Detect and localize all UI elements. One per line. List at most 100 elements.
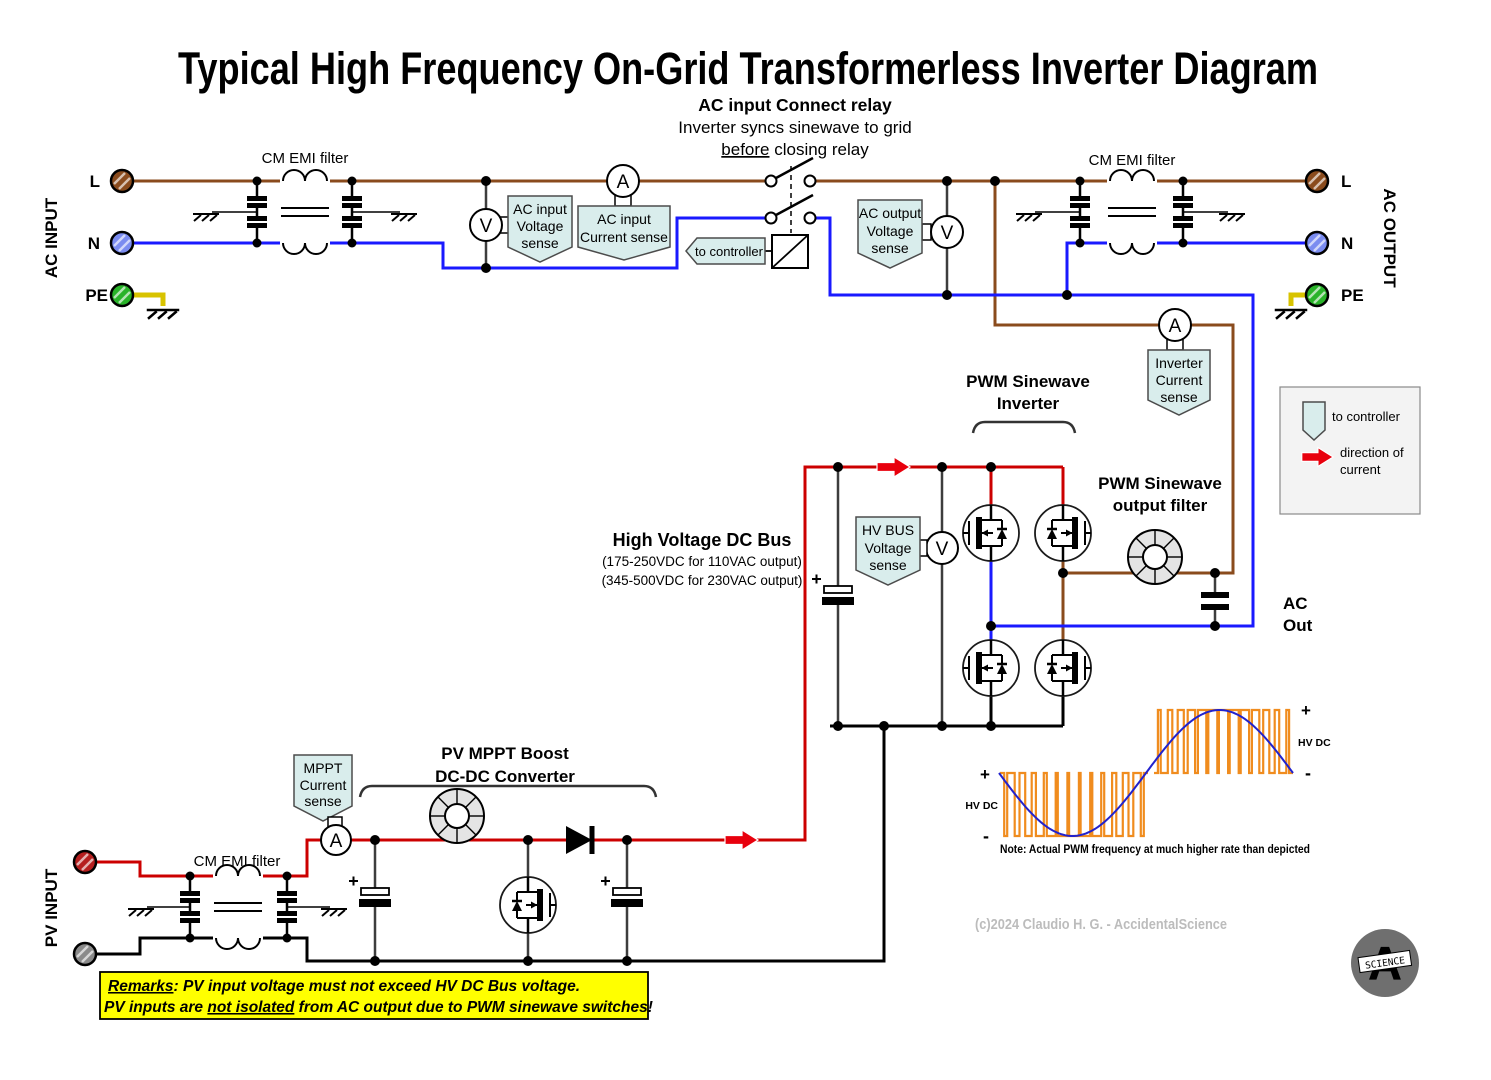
wave-plus-right: + <box>1301 701 1311 720</box>
ammeter-letter: A <box>617 172 630 193</box>
remarks-box: Remarks: PV input voltage must not excee… <box>99 971 653 1020</box>
pv-input-label: PV INPUT <box>42 868 61 947</box>
boost-title-line2: DC-DC Converter <box>435 767 575 786</box>
copyright-text: (c)2024 Claudio H. G. - AccidentalScienc… <box>975 917 1227 933</box>
inverter-ammeter <box>1158 308 1192 342</box>
ac-input-sensing: V AC input Voltage sense A AC input Curr… <box>469 164 671 263</box>
ac-input-section: AC INPUT L N PE <box>42 168 181 320</box>
tag-line: sense <box>871 240 909 256</box>
remarks-line1-rest: : PV input voltage must not exceed HV DC… <box>174 978 581 995</box>
remarks-line2-underlined: not isolated <box>207 999 295 1016</box>
output-filter-inductor <box>1127 529 1183 585</box>
tag-line: AC input <box>513 201 567 217</box>
boost-diode <box>566 826 592 854</box>
tag-line: AC input <box>597 211 651 227</box>
relay-to-controller-tag <box>685 237 766 265</box>
tag-line: Current sense <box>580 229 668 245</box>
tag-line: HV BUS <box>862 522 914 538</box>
current-arrow-icon <box>876 456 911 478</box>
hv-bus-range-110: (175-250VDC for 110VAC output) <box>602 554 802 569</box>
voltmeter-letter: V <box>480 216 493 237</box>
ground-icon <box>390 213 418 222</box>
inverter-brace <box>971 420 1077 434</box>
remarks-line2-post: from AC output due to PWM sinewave switc… <box>294 999 653 1016</box>
current-arrow-icon <box>724 829 759 851</box>
inverter-current-sensing: A Inverter Current sense <box>1147 308 1211 416</box>
earth-out-terminal <box>1304 282 1330 308</box>
ac-input-voltmeter <box>469 208 503 242</box>
pwm-waveform-inset: + HV DC - + HV DC - Note: Actual PWM fre… <box>965 701 1331 856</box>
ac-output-emi-filter-label: CM EMI filter <box>1089 152 1176 169</box>
ground-icon <box>1218 213 1246 222</box>
ac-out-label-line2: Out <box>1283 616 1313 635</box>
output-filter-capacitor <box>1201 604 1229 610</box>
ac-input-emi-filter-label: CM EMI filter <box>262 150 349 167</box>
mppt-current-sense-tag <box>293 754 353 822</box>
relay-contact <box>803 211 817 225</box>
pv-positive-terminal <box>72 849 98 875</box>
wave-minus-left: - <box>983 826 989 846</box>
pv-input-section: PV INPUT CM EMI filter <box>42 849 348 967</box>
tag-line: sense <box>869 557 907 573</box>
remarks-label: Remarks <box>108 978 174 995</box>
common-mode-choke <box>279 169 331 255</box>
tag-line: AC output <box>859 205 921 221</box>
tag-line: Voltage <box>517 218 564 234</box>
ammeter-letter: A <box>1169 316 1182 337</box>
boost-input-capacitor <box>348 875 392 908</box>
tag-line: MPPT <box>304 760 343 776</box>
boost-inductor <box>429 788 485 844</box>
pv-negative-terminal <box>72 941 98 967</box>
tag-line: sense <box>521 235 559 251</box>
ac-output-voltmeter <box>930 215 964 249</box>
common-mode-choke <box>212 864 264 950</box>
relay-contact <box>764 211 778 225</box>
pv-mppt-boost-converter: PV MPPT Boost DC-DC Converter MPPT Curre… <box>293 744 759 935</box>
tag-line: sense <box>304 793 342 809</box>
mosfet-low-left <box>961 638 1021 698</box>
tag-line: to controller <box>695 244 764 259</box>
live-in-terminal <box>109 168 135 194</box>
ac-output-sensing: V AC output Voltage sense <box>857 199 964 269</box>
hv-dc-bus: High Voltage DC Bus (175-250VDC for 110V… <box>602 456 959 606</box>
voltmeter-letter: V <box>936 539 949 560</box>
output-filter-capacitor <box>1201 592 1229 598</box>
pwm-trace-positive-half <box>1154 708 1293 775</box>
ac-out-label-line1: AC <box>1283 594 1308 613</box>
ac-input-voltage-sense-tag <box>507 195 573 263</box>
inverter-title-line1: PWM Sinewave <box>966 372 1090 391</box>
mosfet-high-right <box>1033 503 1093 563</box>
remarks-line1: Remarks: PV input voltage must not excee… <box>108 978 580 995</box>
relay-contact <box>803 174 817 188</box>
legend-direction-line2: current <box>1340 462 1381 477</box>
relay-caption-underlined: before <box>721 140 769 159</box>
remarks-line2-pre: PV inputs are <box>104 999 207 1016</box>
ac-output-label: AC OUTPUT <box>1380 188 1399 288</box>
pv-emi-filter-label: CM EMI filter <box>194 853 281 870</box>
bus-capacitor <box>811 573 855 606</box>
hv-bus-title: High Voltage DC Bus <box>613 530 792 550</box>
sinewave-trace <box>998 709 1294 837</box>
ground-icon <box>1015 213 1043 222</box>
relay-contact <box>764 174 778 188</box>
header: Typical High Frequency On-Grid Transform… <box>178 43 1318 159</box>
legend-direction-line1: direction of <box>1340 445 1404 460</box>
neutral-in-label: N <box>88 234 100 253</box>
ground-icon <box>127 908 155 917</box>
hv-bus-range-230: (345-500VDC for 230VAC output) <box>602 573 803 588</box>
output-filter-label-line1: PWM Sinewave <box>1098 474 1222 493</box>
relay-caption-line1: AC input Connect relay <box>698 95 892 115</box>
wave-minus-right: - <box>1305 763 1311 783</box>
wave-hvdc-right: HV DC <box>1298 737 1331 749</box>
remarks-line2: PV inputs are not isolated from AC outpu… <box>104 999 653 1016</box>
relay-caption-line2: Inverter syncs sinewave to grid <box>678 118 911 137</box>
legend-to-controller: to controller <box>1332 409 1401 424</box>
wave-hvdc-left: HV DC <box>965 800 998 812</box>
earth-in-terminal <box>109 282 135 308</box>
live-out-label: L <box>1341 172 1351 191</box>
page-title: Typical High Frequency On-Grid Transform… <box>178 43 1318 94</box>
ac-output-emi-filter: CM EMI filter <box>1015 152 1246 255</box>
tag-line: Voltage <box>865 540 912 556</box>
junction-dots <box>185 176 1220 966</box>
wave-plus-left: + <box>980 765 990 784</box>
